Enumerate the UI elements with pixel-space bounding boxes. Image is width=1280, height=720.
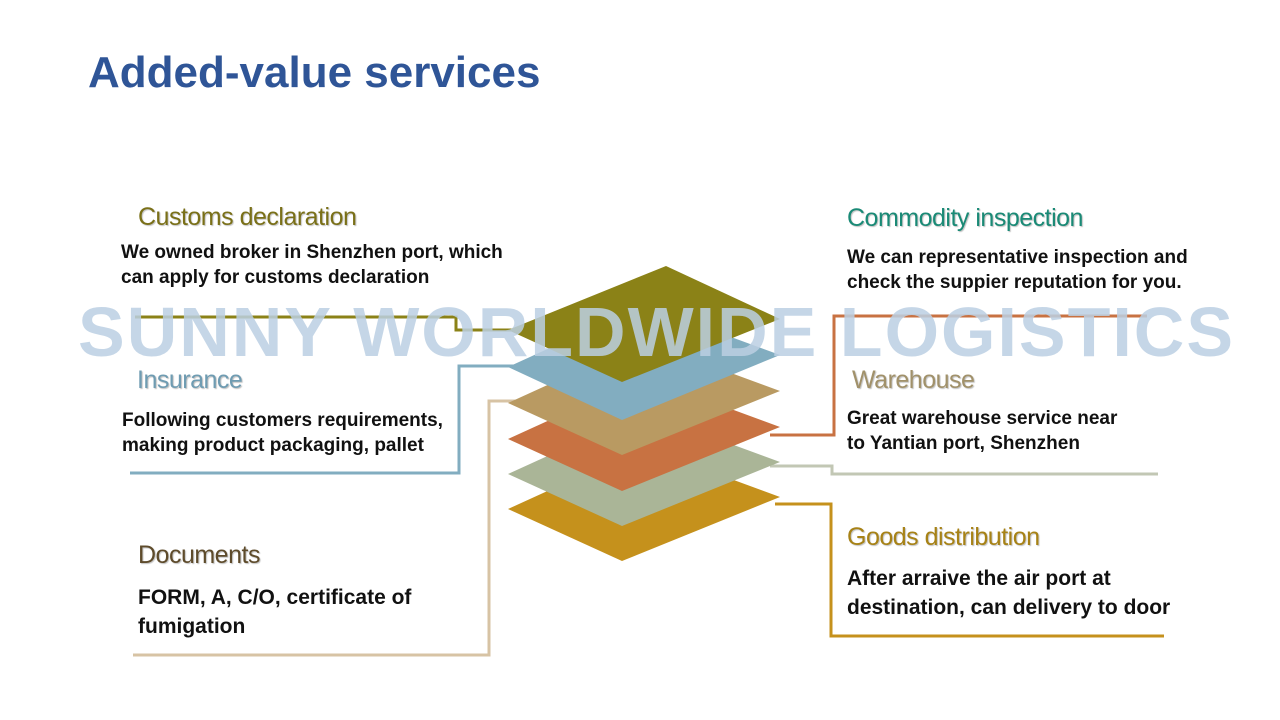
distribution-line-1: After arraive the air port at — [847, 567, 1111, 590]
commodity-line-1: We can representative inspection and — [847, 247, 1188, 268]
connector-documents — [133, 399, 520, 657]
insurance-heading: Insurance — [137, 366, 243, 394]
connector-customs — [135, 315, 520, 332]
connector-insurance — [130, 364, 520, 475]
commodity-description: We can representative inspection and che… — [847, 245, 1188, 295]
connector-warehouse — [770, 464, 1158, 476]
layer-olive — [508, 266, 780, 382]
distribution-heading: Goods distribution — [847, 523, 1040, 551]
customs-heading: Customs declaration — [138, 203, 357, 231]
insurance-line-1: Following customers requirements, — [122, 410, 443, 431]
insurance-line-2: making product packaging, pallet — [122, 435, 424, 456]
distribution-line-2: destination, can delivery to door — [847, 596, 1171, 619]
commodity-line-2: check the suppier reputation for you. — [847, 272, 1182, 293]
insurance-description: Following customers requirements, making… — [122, 408, 443, 458]
warehouse-description: Great warehouse service near to Yantian … — [847, 406, 1117, 456]
customs-line-2: can apply for customs declaration — [121, 267, 430, 288]
documents-line-2: fumigation — [138, 615, 246, 638]
connector-distribution — [775, 502, 1164, 638]
documents-heading: Documents — [138, 541, 260, 569]
warehouse-heading: Warehouse — [852, 366, 975, 394]
customs-line-1: We owned broker in Shenzhen port, which — [121, 242, 503, 263]
company-watermark: SUNNY WORLDWIDE LOGISTICS — [78, 293, 1236, 371]
documents-line-1: FORM, A, C/O, certificate of — [138, 586, 412, 609]
distribution-description: After arraive the air port at destinatio… — [847, 564, 1170, 622]
page-title: Added-value services — [88, 48, 541, 97]
commodity-heading: Commodity inspection — [847, 204, 1083, 232]
documents-description: FORM, A, C/O, certificate of fumigation — [138, 583, 411, 641]
warehouse-line-1: Great warehouse service near — [847, 408, 1118, 429]
connector-commodity — [770, 314, 1147, 437]
customs-description: We owned broker in Shenzhen port, which … — [121, 240, 503, 290]
warehouse-line-2: to Yantian port, Shenzhen — [847, 433, 1080, 454]
